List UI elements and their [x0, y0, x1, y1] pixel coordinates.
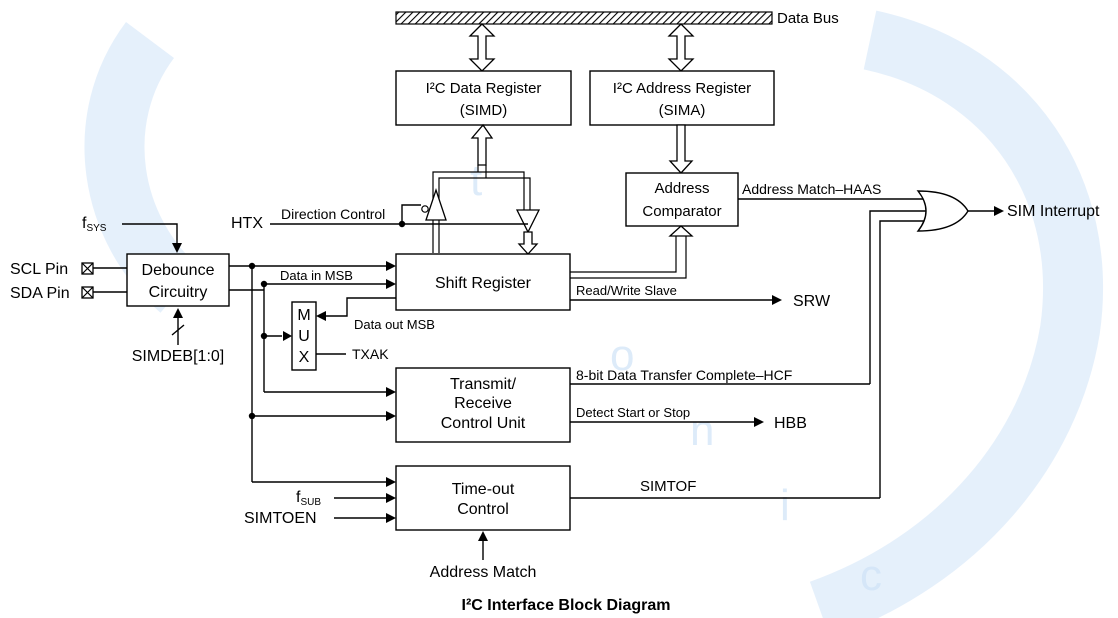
address-match-label: Address Match — [430, 564, 537, 581]
address-match-input: Address Match — [430, 531, 537, 581]
data-register-title: I²C Data Register — [426, 80, 542, 97]
or-gate: SIM Interrupt — [869, 190, 1100, 498]
srw-output: Read/Write Slave SRW — [570, 283, 831, 310]
transfer-complete-hcf-label: 8-bit Data Transfer Complete–HCF — [576, 367, 792, 383]
mux-letter-u: U — [298, 328, 310, 345]
data-in-msb-label: Data in MSB — [280, 268, 353, 283]
detect-start-stop-label: Detect Start or Stop — [576, 405, 690, 420]
read-write-slave-label: Read/Write Slave — [576, 283, 677, 298]
mux-letter-x: X — [299, 349, 310, 366]
data-bus: Data Bus — [395, 10, 839, 27]
txak-label: TXAK — [352, 346, 389, 362]
simtof-label: SIMTOF — [640, 478, 696, 495]
data-bus-label: Data Bus — [777, 10, 839, 27]
timeout-line1: Time-out — [452, 481, 515, 498]
scl-pin-label: SCL Pin — [10, 261, 68, 278]
htx-label: HTX — [231, 215, 263, 232]
transmit-receive-line3: Control Unit — [441, 415, 526, 432]
transmit-receive-block: Transmit/ Receive Control Unit — [395, 367, 571, 443]
data-register-block: I²C Data Register (SIMD) — [395, 70, 572, 126]
svg-text:c: c — [860, 551, 882, 600]
address-register-title: I²C Address Register — [613, 80, 751, 97]
timeout-line2: Control — [457, 501, 509, 518]
sda-pin: SDA Pin — [10, 285, 127, 302]
scl-pin: SCL Pin — [10, 261, 127, 278]
address-comparator-line2: Comparator — [642, 203, 721, 220]
address-register-name: (SIMA) — [659, 102, 706, 119]
bus-to-data-register-double-arrow — [468, 23, 496, 72]
simdeb-input: SIMDEB[1:0] — [132, 308, 224, 365]
debounce-block: Debounce Circuitry — [126, 253, 230, 307]
direction-control: HTX Direction Control — [231, 204, 528, 232]
fsys-input: fSYS — [82, 215, 182, 253]
transmit-receive-line1: Transmit/ — [450, 376, 517, 393]
direction-control-label: Direction Control — [281, 206, 385, 222]
debounce-line2: Circuitry — [149, 284, 208, 301]
shift-register-block: Shift Register — [395, 253, 571, 311]
fsub-label: fSUB — [296, 489, 321, 508]
svg-text:t: t — [470, 156, 482, 205]
mux-letter-m: M — [297, 307, 310, 324]
fsub-input: fSUB — [296, 489, 396, 508]
debounce-line1: Debounce — [142, 262, 215, 279]
srw-label: SRW — [793, 293, 831, 310]
address-match-haas-label: Address Match–HAAS — [742, 181, 881, 197]
svg-text:o: o — [610, 331, 634, 380]
simtoen-input: SIMTOEN — [244, 510, 396, 527]
address-register-to-comparator-arrow — [668, 124, 694, 174]
simdeb-label: SIMDEB[1:0] — [132, 348, 224, 365]
timeout-block: Time-out Control — [395, 465, 571, 531]
simtof-line: SIMTOF — [570, 478, 880, 499]
bus-to-address-register-double-arrow — [667, 23, 695, 72]
shift-register-label: Shift Register — [435, 275, 532, 292]
svg-text:n: n — [690, 406, 714, 455]
diagram-caption: I²C Interface Block Diagram — [462, 597, 671, 614]
address-comparator-line1: Address — [654, 180, 709, 197]
hbb-output: Detect Start or Stop HBB — [570, 405, 807, 432]
transmit-receive-line2: Receive — [454, 395, 512, 412]
hbb-label: HBB — [774, 415, 807, 432]
address-comparator-block: Address Comparator — [625, 172, 739, 227]
sim-interrupt-label: SIM Interrupt — [1007, 203, 1100, 220]
data-out-msb-label: Data out MSB — [354, 317, 435, 332]
address-register-block: I²C Address Register (SIMA) — [589, 70, 775, 126]
shift-register-to-comparator — [570, 225, 694, 279]
scl-sda-routing: Data in MSB — [229, 261, 396, 487]
data-register-name: (SIMD) — [460, 102, 508, 119]
sda-pin-label: SDA Pin — [10, 285, 70, 302]
fsys-label: fSYS — [82, 215, 107, 234]
hcf-line: 8-bit Data Transfer Complete–HCF — [570, 367, 870, 385]
svg-text:i: i — [780, 481, 790, 530]
data-register-shift-register-path — [421, 123, 541, 255]
simtoen-label: SIMTOEN — [244, 510, 317, 527]
mux-block: M U X Data out MSB TXAK — [291, 297, 435, 371]
haas-line: Address Match–HAAS — [738, 181, 924, 200]
